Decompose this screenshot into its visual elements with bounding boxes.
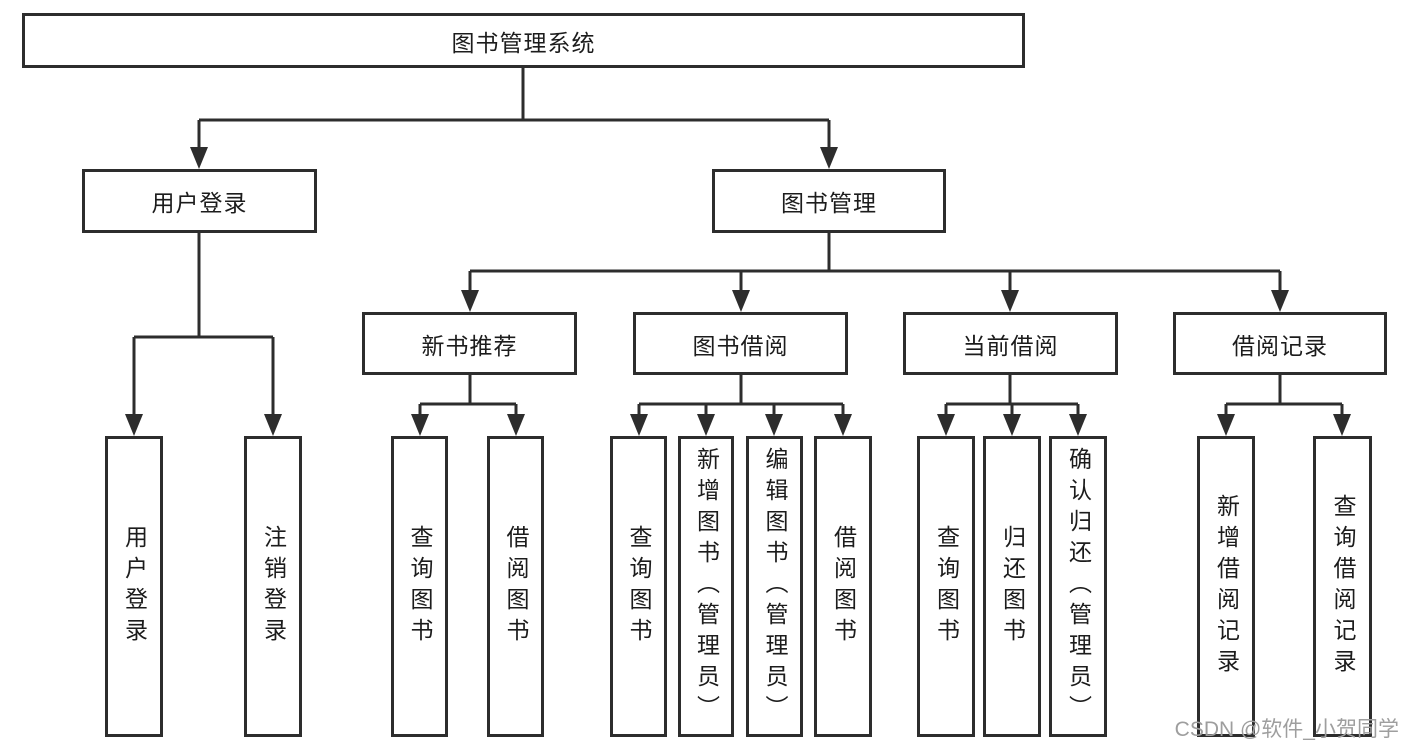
leaf-return-book: 归还图书 bbox=[983, 436, 1041, 737]
leaf-borrow-books-2-label: 借阅图书 bbox=[830, 524, 857, 649]
leaf-edit-book-admin: 编辑图书（管理员） bbox=[746, 436, 803, 737]
leaf-add-book-admin: 新增图书（管理员） bbox=[678, 436, 734, 737]
leaf-return-book-label: 归还图书 bbox=[999, 524, 1026, 649]
node-book-borrowing-label: 图书借阅 bbox=[692, 332, 789, 359]
leaf-borrow-books-1-label: 借阅图书 bbox=[503, 524, 529, 649]
leaf-add-book-admin-label: 新增图书（管理员） bbox=[693, 447, 720, 726]
node-book-borrowing: 图书借阅 bbox=[633, 312, 848, 375]
leaf-logout-label: 注销登录 bbox=[260, 524, 287, 649]
leaf-borrow-books-2: 借阅图书 bbox=[814, 436, 872, 737]
watermark: CSDN @软件_小贺同学 bbox=[1174, 718, 1399, 741]
node-user-login: 用户登录 bbox=[82, 169, 317, 233]
node-root: 图书管理系统 bbox=[22, 13, 1025, 68]
leaf-query-books-1: 查询图书 bbox=[391, 436, 448, 737]
leaf-user-login-label: 用户登录 bbox=[121, 524, 148, 649]
leaf-query-books-3: 查询图书 bbox=[917, 436, 975, 737]
node-borrowing-records: 借阅记录 bbox=[1173, 312, 1387, 375]
leaf-query-books-2-label: 查询图书 bbox=[626, 524, 652, 649]
leaf-query-borrow-record: 查询借阅记录 bbox=[1313, 436, 1372, 737]
node-new-book-recommend: 新书推荐 bbox=[362, 312, 577, 375]
leaf-add-borrow-record-label: 新增借阅记录 bbox=[1213, 493, 1240, 680]
leaf-user-login: 用户登录 bbox=[105, 436, 163, 737]
leaf-borrow-books-1: 借阅图书 bbox=[487, 436, 544, 737]
node-current-borrowing-label: 当前借阅 bbox=[962, 332, 1059, 359]
node-book-management-label: 图书管理 bbox=[781, 190, 877, 216]
leaf-logout: 注销登录 bbox=[244, 436, 302, 737]
leaf-query-books-1-label: 查询图书 bbox=[407, 524, 433, 649]
node-user-login-label: 用户登录 bbox=[151, 190, 248, 216]
node-new-book-recommend-label: 新书推荐 bbox=[421, 332, 518, 359]
leaf-query-books-2: 查询图书 bbox=[610, 436, 667, 737]
node-current-borrowing: 当前借阅 bbox=[903, 312, 1118, 375]
leaf-edit-book-admin-label: 编辑图书（管理员） bbox=[762, 447, 788, 726]
leaf-confirm-return-admin-label: 确认归还（管理员） bbox=[1065, 447, 1092, 726]
node-book-management: 图书管理 bbox=[712, 169, 946, 233]
node-borrowing-records-label: 借阅记录 bbox=[1232, 332, 1328, 359]
leaf-query-books-3-label: 查询图书 bbox=[933, 524, 960, 649]
leaf-confirm-return-admin: 确认归还（管理员） bbox=[1049, 436, 1107, 737]
leaf-query-borrow-record-label: 查询借阅记录 bbox=[1330, 493, 1356, 680]
node-root-label: 图书管理系统 bbox=[451, 29, 596, 56]
leaf-add-borrow-record: 新增借阅记录 bbox=[1197, 436, 1255, 737]
